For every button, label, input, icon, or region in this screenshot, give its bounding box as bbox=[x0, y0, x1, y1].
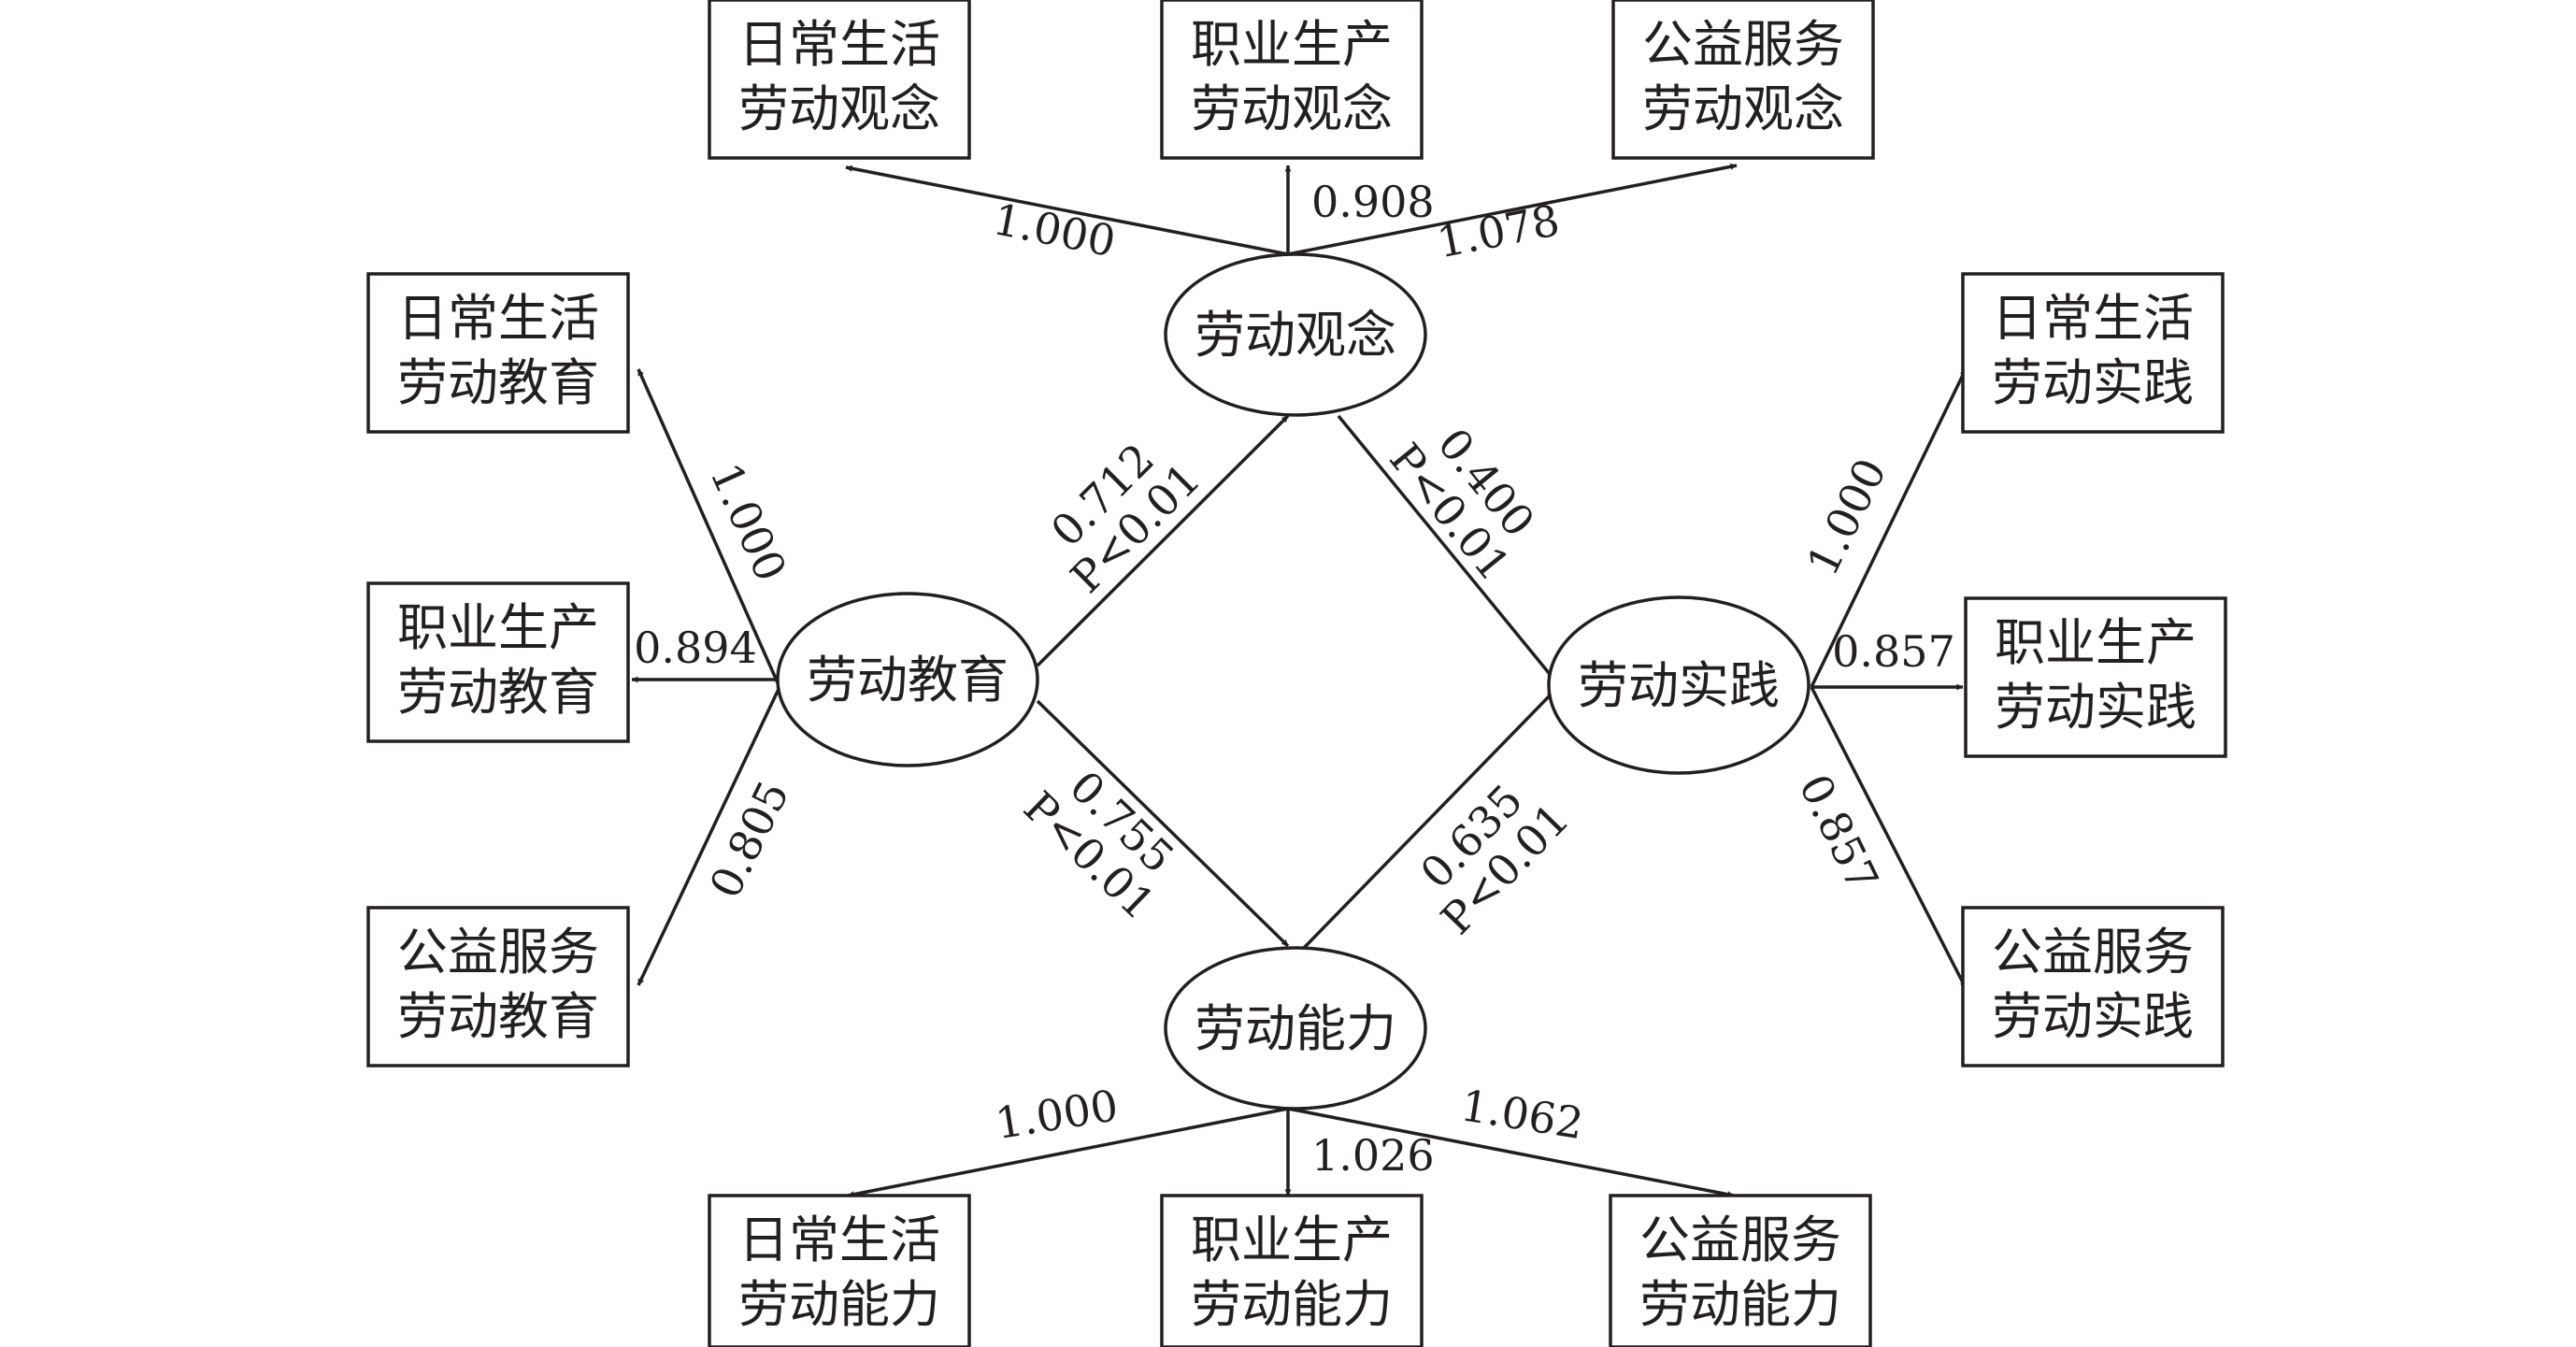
edge-ability-service-arrow bbox=[1287, 1107, 1735, 1198]
node-edu: 劳动教育 bbox=[776, 592, 1039, 767]
indicator-practice-career: 职业生产 劳动实践 bbox=[1964, 596, 2227, 758]
indicator-line-2: 劳动能力 bbox=[1191, 1275, 1393, 1334]
svg-text:职业生产: 职业生产 bbox=[1191, 1211, 1393, 1269]
path-label-edu-ability: 0.755 P<0.01 bbox=[1014, 761, 1183, 929]
svg-text:公益服务: 公益服务 bbox=[1992, 923, 2194, 982]
loading-edu-daily: 1.000 bbox=[700, 455, 796, 588]
path-label-edu-concept: 0.712 P<0.01 bbox=[1041, 434, 1210, 603]
indicator-concept-daily: 日常生活 劳动观念 bbox=[708, 0, 971, 160]
svg-text:日常生活: 日常生活 bbox=[397, 289, 599, 348]
loading-concept-service: 1.078 bbox=[1433, 194, 1564, 267]
node-ability: 劳动能力 bbox=[1164, 946, 1427, 1111]
indicator-line-1: 公益服务 bbox=[1992, 923, 2194, 982]
node-concept: 劳动观念 bbox=[1164, 252, 1427, 417]
edge-practice-daily-arrow bbox=[1810, 368, 1968, 688]
svg-text:劳动实践: 劳动实践 bbox=[1992, 987, 2194, 1046]
svg-text:公益服务: 公益服务 bbox=[1639, 1211, 1841, 1269]
svg-text:劳动实践: 劳动实践 bbox=[1992, 353, 2194, 412]
svg-text:劳动观念: 劳动观念 bbox=[1191, 79, 1393, 138]
indicator-line-1: 职业生产 bbox=[1191, 15, 1393, 74]
indicator-line-1: 日常生活 bbox=[1992, 289, 2194, 348]
indicator-line-2: 劳动实践 bbox=[1995, 678, 2197, 737]
svg-text:劳动能力: 劳动能力 bbox=[738, 1275, 940, 1334]
svg-text:日常生活: 日常生活 bbox=[738, 1211, 940, 1269]
edge-edu-daily-arrow bbox=[637, 368, 781, 688]
indicator-line-2: 劳动能力 bbox=[738, 1275, 940, 1334]
path-edu-to-ability-arrow bbox=[1036, 699, 1290, 948]
indicator-line-1: 日常生活 bbox=[738, 15, 940, 74]
indicator-line-2: 劳动观念 bbox=[738, 79, 940, 138]
path-label-concept-practice: 0.400 P<0.01 bbox=[1380, 419, 1544, 590]
indicator-line-1: 公益服务 bbox=[397, 923, 599, 982]
indicator-line-2: 劳动观念 bbox=[1191, 79, 1393, 138]
path-concept-to-practice-arrow bbox=[1337, 414, 1555, 681]
svg-text:劳动实践: 劳动实践 bbox=[1995, 678, 2197, 737]
edge-ability-daily-arrow bbox=[847, 1107, 1289, 1198]
indicator-ability-service: 公益服务 劳动能力 bbox=[1609, 1194, 1872, 1347]
indicator-line-2: 劳动实践 bbox=[1992, 353, 2194, 412]
edge-concept-daily-arrow bbox=[845, 165, 1289, 256]
indicator-concept-career: 职业生产 劳动观念 bbox=[1160, 0, 1424, 160]
indicator-practice-daily: 日常生活 劳动实践 bbox=[1961, 272, 2225, 434]
indicator-edu-career: 职业生产 劳动教育 bbox=[366, 581, 630, 743]
svg-text:日常生活: 日常生活 bbox=[738, 15, 940, 74]
indicator-line-2: 劳动教育 bbox=[397, 987, 599, 1046]
node-practice: 劳动实践 bbox=[1547, 595, 1810, 775]
loading-practice-daily: 1.000 bbox=[1796, 451, 1896, 583]
svg-text:劳动教育: 劳动教育 bbox=[397, 987, 599, 1046]
loading-concept-career: 0.908 bbox=[1311, 177, 1435, 227]
loading-edu-career: 0.894 bbox=[634, 623, 757, 673]
indicator-line-2: 劳动观念 bbox=[1642, 79, 1844, 138]
loading-concept-daily: 1.000 bbox=[989, 193, 1120, 266]
svg-text:劳动观念: 劳动观念 bbox=[738, 79, 940, 138]
indicator-line-1: 日常生活 bbox=[397, 289, 599, 348]
edge-practice-service-arrow bbox=[1810, 686, 1968, 989]
indicator-line-1: 职业生产 bbox=[397, 598, 599, 657]
node-concept-label: 劳动观念 bbox=[1195, 306, 1396, 365]
svg-text:劳动教育: 劳动教育 bbox=[397, 353, 599, 412]
indicator-line-1: 职业生产 bbox=[1191, 1211, 1393, 1269]
node-edu-label: 劳动教育 bbox=[807, 651, 1009, 709]
indicator-line-2: 劳动教育 bbox=[397, 353, 599, 412]
svg-text:劳动教育: 劳动教育 bbox=[397, 663, 599, 722]
loading-edu-service: 0.805 bbox=[699, 773, 798, 906]
svg-text:公益服务: 公益服务 bbox=[1642, 15, 1844, 74]
loading-practice-career: 0.857 bbox=[1832, 626, 1955, 677]
svg-text:职业生产: 职业生产 bbox=[1995, 613, 2197, 672]
node-ability-label: 劳动能力 bbox=[1195, 999, 1396, 1058]
indicator-practice-service: 公益服务 劳动实践 bbox=[1961, 906, 2225, 1068]
loading-ability-career: 1.026 bbox=[1311, 1130, 1435, 1181]
indicator-line-1: 日常生活 bbox=[738, 1211, 940, 1269]
indicator-concept-service: 公益服务 劳动观念 bbox=[1611, 0, 1875, 160]
indicator-edu-daily: 日常生活 劳动教育 bbox=[366, 272, 630, 434]
loading-practice-service: 0.857 bbox=[1789, 767, 1888, 899]
loading-ability-daily: 1.000 bbox=[992, 1080, 1122, 1149]
indicator-edu-service: 公益服务 劳动教育 bbox=[366, 906, 630, 1068]
path-edu-to-concept-arrow bbox=[1036, 414, 1290, 667]
indicator-line-1: 公益服务 bbox=[1642, 15, 1844, 74]
node-practice-label: 劳动实践 bbox=[1578, 656, 1780, 715]
svg-text:劳动能力: 劳动能力 bbox=[1191, 1275, 1393, 1334]
indicator-line-2: 劳动能力 bbox=[1639, 1275, 1841, 1334]
svg-text:公益服务: 公益服务 bbox=[397, 923, 599, 982]
indicator-ability-daily: 日常生活 劳动能力 bbox=[708, 1194, 971, 1347]
path-label-ability-practice: 0.635 P<0.01 bbox=[1410, 775, 1579, 944]
svg-text:劳动观念: 劳动观念 bbox=[1642, 79, 1844, 138]
svg-text:职业生产: 职业生产 bbox=[1191, 15, 1393, 74]
indicator-line-2: 劳动教育 bbox=[397, 663, 599, 722]
loading-ability-service: 1.062 bbox=[1457, 1080, 1587, 1149]
indicator-line-1: 职业生产 bbox=[1995, 613, 2197, 672]
edge-edu-service-arrow bbox=[637, 686, 781, 986]
indicator-ability-career: 职业生产 劳动能力 bbox=[1160, 1194, 1424, 1347]
indicator-line-2: 劳动实践 bbox=[1992, 987, 2194, 1046]
path-ability-to-practice-arrow bbox=[1302, 690, 1555, 950]
svg-text:职业生产: 职业生产 bbox=[397, 598, 599, 657]
indicator-line-1: 公益服务 bbox=[1639, 1211, 1841, 1269]
svg-text:日常生活: 日常生活 bbox=[1992, 289, 2194, 348]
edge-concept-service-arrow bbox=[1287, 163, 1738, 256]
svg-text:劳动能力: 劳动能力 bbox=[1639, 1275, 1841, 1334]
